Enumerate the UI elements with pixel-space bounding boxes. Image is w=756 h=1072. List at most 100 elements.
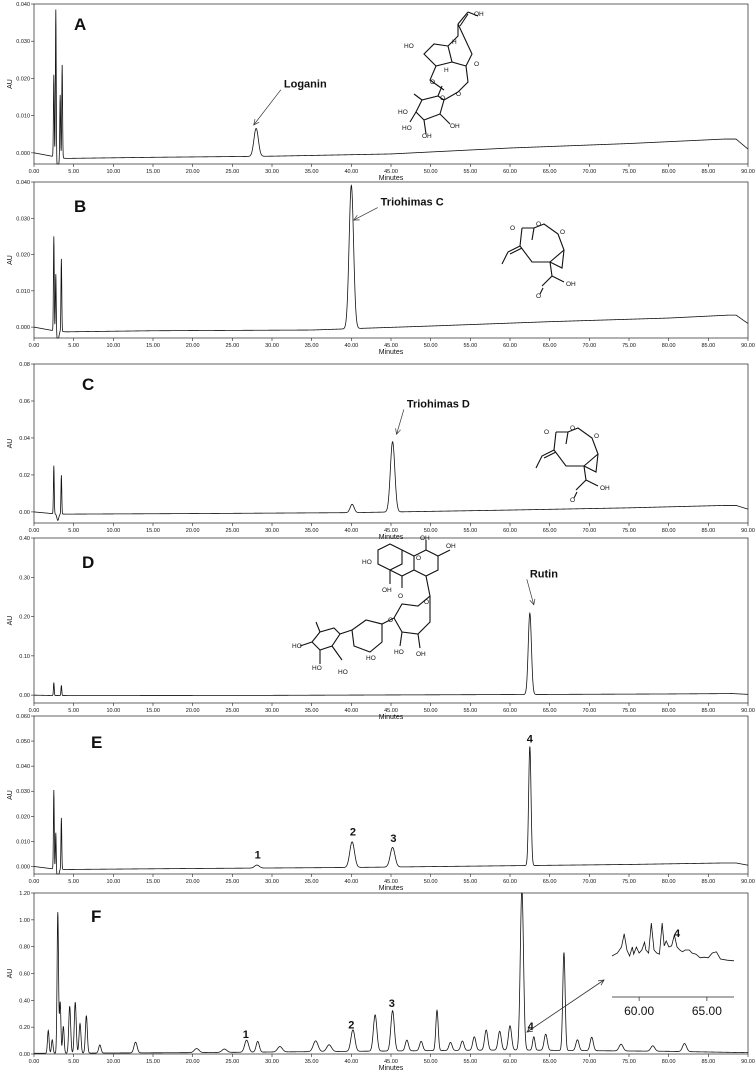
x-tick-label: 65.00	[543, 708, 557, 714]
svg-text:HO: HO	[402, 125, 412, 132]
x-tick-label: 35.00	[305, 343, 319, 349]
inset-link-arrow	[526, 979, 605, 1033]
y-tick-label: 0.00	[19, 1052, 30, 1058]
x-tick-label: 40.00	[344, 708, 358, 714]
panel-letter: B	[74, 197, 86, 216]
x-tick-label: 45.00	[384, 879, 398, 885]
x-tick-label: 0.00	[29, 169, 40, 175]
x-tick-label: 10.00	[106, 343, 120, 349]
x-tick-label: 55.00	[463, 708, 477, 714]
plot-frame	[33, 363, 749, 524]
peak-annotation: Loganin	[284, 79, 327, 91]
x-tick-label: 50.00	[424, 343, 438, 349]
x-tick-label: 10.00	[106, 528, 120, 534]
y-tick-label: 0.020	[16, 253, 30, 259]
y-axis-label: AU	[7, 439, 14, 449]
x-tick-label: 40.00	[344, 528, 358, 534]
loganin-structure: OH H HO H O O O O HO HO OH OH	[398, 11, 484, 140]
x-tick-label: 0.00	[29, 343, 40, 349]
x-tick-label: 10.00	[106, 879, 120, 885]
y-tick-label: 0.10	[19, 654, 30, 660]
x-tick-label: 15.00	[146, 708, 160, 714]
x-tick-label: 15.00	[146, 528, 160, 534]
peak-annotation: 3	[389, 998, 395, 1010]
x-tick-label: 20.00	[186, 169, 200, 175]
x-tick-label: 65.00	[543, 879, 557, 885]
x-tick-label: 75.00	[622, 528, 636, 534]
x-tick-label: 5.00	[68, 343, 79, 349]
y-tick-label: 0.20	[19, 615, 30, 621]
x-tick-label: 40.00	[344, 169, 358, 175]
x-tick-label: 45.00	[384, 528, 398, 534]
svg-text:HO: HO	[312, 665, 322, 672]
x-tick-label: 65.00	[543, 343, 557, 349]
x-tick-label: 0.00	[29, 879, 40, 885]
x-tick-label: 60.00	[503, 708, 517, 714]
x-tick-label: 20.00	[186, 879, 200, 885]
peak-annotation: 1	[255, 849, 261, 861]
x-tick-label: 5.00	[68, 169, 79, 175]
x-axis-label: Minutes	[379, 534, 404, 541]
annotation-arrow	[396, 409, 405, 435]
x-tick-label: 85.00	[701, 169, 715, 175]
x-axis-label: Minutes	[379, 714, 404, 721]
x-tick-label: 85.00	[701, 1059, 715, 1065]
y-tick-label: 0.040	[16, 180, 30, 186]
x-tick-label: 70.00	[582, 708, 596, 714]
x-tick-label: 60.00	[503, 343, 517, 349]
annotation-arrowhead	[253, 118, 260, 126]
y-tick-label: 0.02	[19, 473, 30, 479]
x-tick-label: 20.00	[186, 343, 200, 349]
x-tick-label: 75.00	[622, 343, 636, 349]
x-tick-label: 30.00	[265, 343, 279, 349]
peak-annotation: 4	[527, 733, 534, 745]
x-tick-label: 25.00	[225, 879, 239, 885]
svg-text:HO: HO	[362, 559, 372, 566]
panel-letter: F	[91, 907, 101, 926]
svg-text:O: O	[570, 425, 575, 432]
y-tick-label: 0.60	[19, 972, 30, 978]
x-tick-label: 25.00	[225, 528, 239, 534]
y-tick-label: 0.050	[16, 739, 30, 745]
y-tick-label: 0.000	[16, 325, 30, 331]
x-tick-label: 80.00	[662, 169, 676, 175]
x-tick-label: 45.00	[384, 708, 398, 714]
svg-text:O: O	[388, 617, 393, 624]
y-tick-label: 0.020	[16, 814, 30, 820]
svg-text:O: O	[570, 497, 575, 504]
x-tick-label: 75.00	[622, 879, 636, 885]
x-tick-label: 70.00	[582, 879, 596, 885]
x-tick-label: 25.00	[225, 169, 239, 175]
panel-letter: A	[74, 15, 86, 34]
x-tick-label: 35.00	[305, 879, 319, 885]
x-tick-label: 70.00	[582, 1059, 596, 1065]
x-tick-label: 50.00	[424, 708, 438, 714]
x-tick-label: 5.00	[68, 879, 79, 885]
y-tick-label: 0.040	[16, 2, 30, 8]
x-tick-label: 85.00	[701, 528, 715, 534]
x-tick-label: 65.00	[543, 169, 557, 175]
x-tick-label: 80.00	[662, 528, 676, 534]
x-tick-label: 5.00	[68, 528, 79, 534]
x-tick-label: 10.00	[106, 708, 120, 714]
svg-text:OH: OH	[416, 651, 426, 658]
x-tick-label: 40.00	[344, 879, 358, 885]
x-tick-label: 60.00	[503, 879, 517, 885]
svg-text:O: O	[594, 433, 599, 440]
annotation-arrowhead	[352, 215, 360, 221]
x-tick-label: 20.00	[186, 528, 200, 534]
x-tick-label: 30.00	[265, 1059, 279, 1065]
svg-text:O: O	[536, 293, 541, 300]
y-tick-label: 0.030	[16, 789, 30, 795]
x-tick-label: 30.00	[265, 708, 279, 714]
x-tick-label: 40.00	[344, 1059, 358, 1065]
y-tick-label: 0.000	[16, 151, 30, 157]
x-tick-label: 60.00	[503, 169, 517, 175]
x-tick-label: 55.00	[463, 879, 477, 885]
x-tick-label: 50.00	[424, 1059, 438, 1065]
svg-text:O: O	[424, 599, 429, 606]
panel-letter: E	[91, 733, 102, 752]
x-tick-label: 55.00	[463, 343, 477, 349]
